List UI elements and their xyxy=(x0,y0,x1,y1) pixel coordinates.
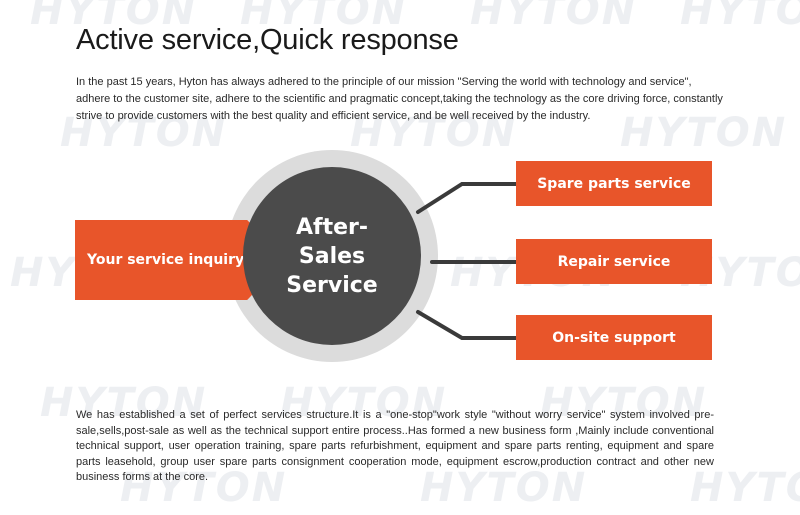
service-box-label: Spare parts service xyxy=(537,175,691,192)
service-box-label: On-site support xyxy=(552,329,676,346)
after-sales-hub: After- Sales Service xyxy=(243,167,421,345)
intro-paragraph: In the past 15 years, Hyton has always a… xyxy=(76,76,723,122)
connector-line-spare-parts xyxy=(416,182,518,214)
page-title: Active service,Quick response xyxy=(76,24,459,56)
service-inquiry-label: Your service inquiry xyxy=(87,252,245,268)
service-box-repair: Repair service xyxy=(516,239,712,284)
connector-line-on-site xyxy=(416,310,518,340)
service-box-label: Repair service xyxy=(557,253,671,270)
service-box-on-site: On-site support xyxy=(516,315,712,360)
service-box-spare-parts: Spare parts service xyxy=(516,161,712,206)
description-paragraph: We has established a set of perfect serv… xyxy=(76,409,714,483)
